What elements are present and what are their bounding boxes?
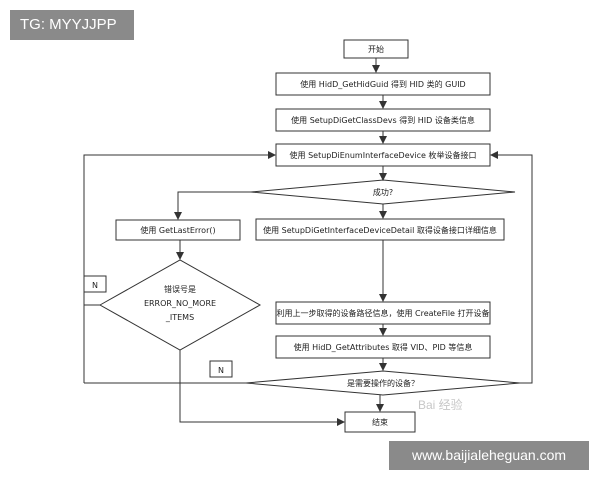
decision-error-no-more-items (98, 259, 262, 351)
step-create-file-label: 利用上一步取得的设备路径信息，使用 CreateFile 打开设备 (276, 308, 489, 318)
end-label: 结束 (372, 417, 388, 427)
step-get-hid-guid-label: 使用 HidD_GetHidGuid 得到 HID 类的 GUID (300, 79, 465, 89)
decision-success (250, 179, 516, 205)
step-get-interface-detail (255, 218, 505, 241)
step-get-interface-detail-label: 使用 SetupDiGetInterfaceDeviceDetail 取得设备接… (263, 225, 497, 235)
step-get-attributes-label: 使用 HidD_GetAttributes 取得 VID、PID 等信息 (294, 342, 473, 352)
decision-error-line3: _ITEMS (165, 313, 194, 322)
step-get-last-error-label: 使用 GetLastError() (140, 225, 215, 235)
step-enum-interface-label: 使用 SetupDiEnumInterfaceDevice 枚举设备接口 (290, 150, 477, 160)
decision-error-line1: 错误号是 (164, 284, 196, 294)
label-n-bottom: N (218, 366, 224, 375)
decision-error-line2: ERROR_NO_MORE (144, 299, 216, 308)
arrow-decision-to-getlasterror (174, 191, 251, 220)
arrow-errdecision-to-end (179, 350, 345, 426)
arrow-errdecision-loop-to-step3 (83, 151, 276, 306)
arrow-decision-more-right-loop (490, 151, 533, 384)
end-node (344, 411, 416, 433)
label-n-bottom-box (209, 360, 233, 378)
step-get-last-error (115, 219, 241, 241)
label-n-left: N (92, 281, 98, 290)
step-get-class-devs-label: 使用 SetupDiGetClassDevs 得到 HID 设备类信息 (291, 115, 475, 125)
decision-target-device-label: 是需要操作的设备？ (347, 378, 419, 388)
decision-success-label: 成功? (373, 187, 393, 197)
tg-tag-overlay: TG: MYYJJPP (10, 10, 134, 40)
start-label: 开始 (368, 44, 384, 54)
watermark: Bai 经验 (418, 398, 463, 412)
site-url-overlay[interactable]: www.baijialeheguan.com (389, 441, 589, 470)
